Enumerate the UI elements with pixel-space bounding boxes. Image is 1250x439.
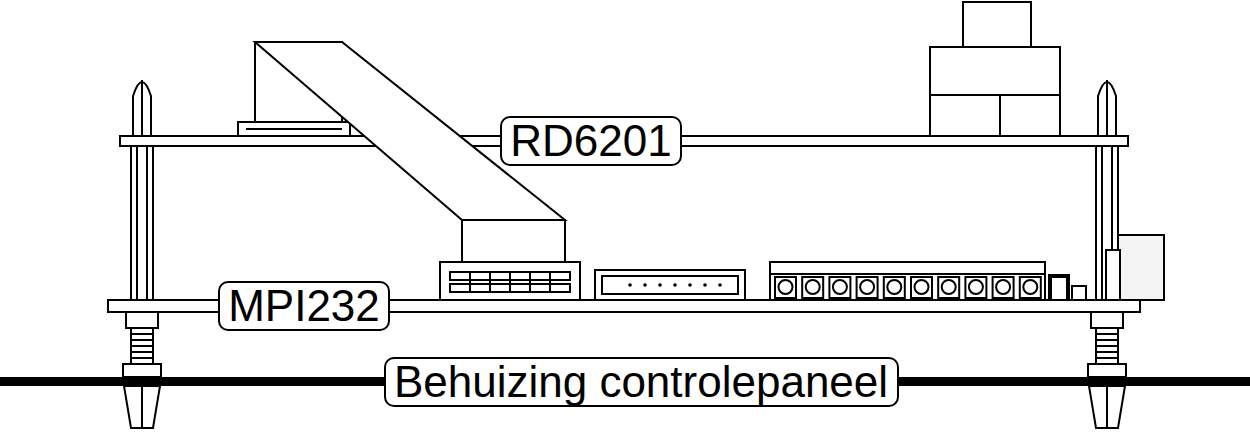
board-label: RD6201: [500, 116, 682, 166]
label-text: MPI232: [228, 284, 380, 328]
label-text: RD6201: [510, 119, 671, 163]
label-text: Behuizing controlepaneel: [394, 360, 888, 404]
board-label: MPI232: [218, 281, 390, 331]
housing-label: Behuizing controlepaneel: [384, 357, 899, 407]
